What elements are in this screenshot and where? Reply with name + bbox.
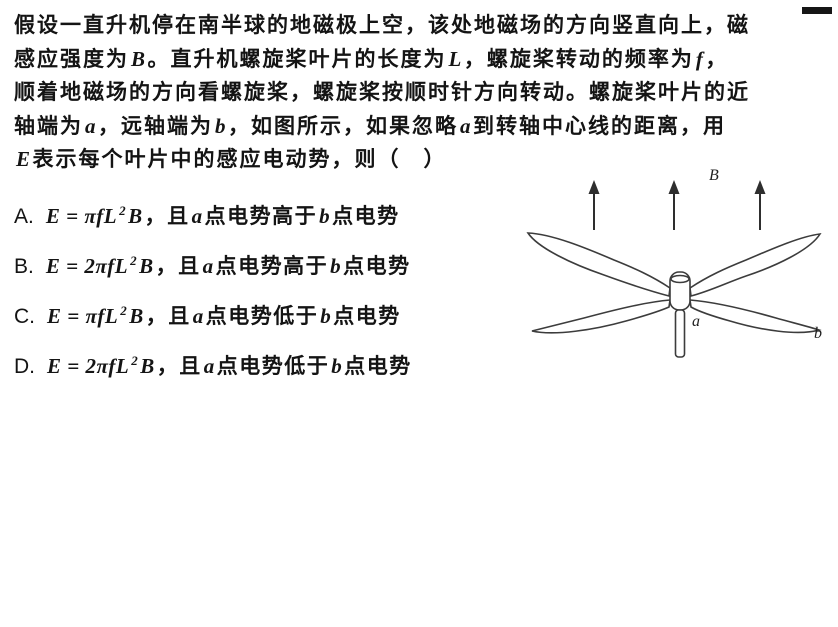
statement-line-2: 感应强度为B。直升机螺旋桨叶片的长度为L，螺旋桨转动的频率为f， (14, 46, 729, 71)
hub-cap (670, 274, 690, 284)
rotor-figure: B a b (526, 167, 822, 358)
point-label-b: b (814, 325, 822, 342)
question-statement: 假设一直升机停在南半球的地磁极上空，该处地磁场的方向竖直向上，磁 感应强度为B。… (14, 9, 826, 177)
field-arrow-icon (588, 180, 600, 230)
point-label-a: a (692, 313, 700, 330)
rotor-shaft (674, 309, 686, 358)
rotor-hub (669, 271, 691, 311)
statement-line-3: 顺着地磁场的方向看螺旋桨，螺旋桨按顺时针方向转动。螺旋桨叶片的近 (14, 81, 750, 104)
magnetic-field-arrows: B (588, 167, 766, 230)
option-d-label: D. (14, 354, 35, 378)
statement-line-1: 假设一直升机停在南半球的地磁极上空，该处地磁场的方向竖直向上，磁 (14, 14, 750, 37)
field-label-b: B (709, 167, 719, 184)
rotor-blades (526, 232, 822, 334)
statement-line-5: E表示每个叶片中的感应电动势，则（ ） (16, 147, 447, 171)
rotor-blade-upper-left (526, 232, 671, 298)
option-b-label: B. (14, 254, 34, 278)
statement-line-4: 轴端为a，远轴端为b，如图所示，如果忽略a到转轴中心线的距离，用 (14, 113, 726, 138)
rotor-blade-upper-right (689, 233, 822, 298)
rotor-blade-lower-right (689, 299, 822, 334)
rotor-blade-lower-left (531, 299, 671, 334)
field-arrow-icon (754, 180, 766, 230)
field-arrow-icon (668, 180, 680, 230)
corner-mark (802, 7, 832, 14)
option-a-label: A. (14, 204, 34, 228)
option-c-label: C. (14, 304, 35, 328)
